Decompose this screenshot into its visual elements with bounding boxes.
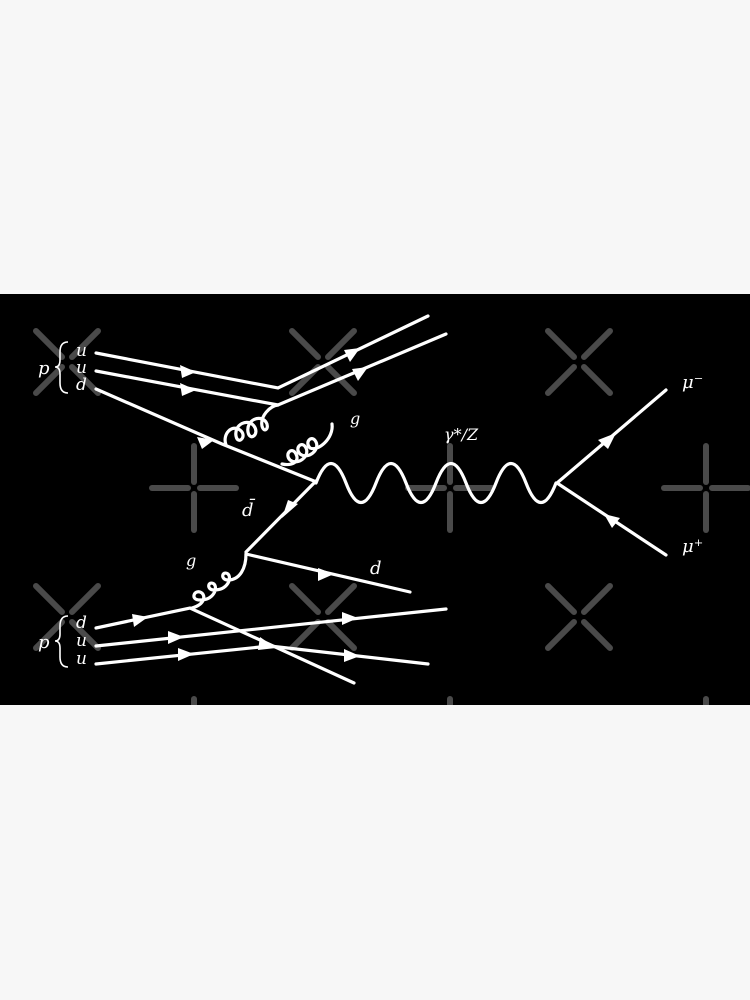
quark-line-u1-top	[94, 314, 430, 390]
watermark-x-icon	[545, 583, 613, 651]
quark-top-3-label: d	[76, 375, 87, 395]
quark-bottom-1-label: d	[76, 613, 87, 633]
proton-bottom-label: p	[38, 632, 50, 653]
arrow-icon	[344, 649, 360, 662]
watermark-pattern	[33, 328, 750, 705]
watermark-x-icon	[289, 583, 357, 651]
arrow-icon	[168, 631, 184, 644]
watermark-x-icon	[33, 583, 101, 651]
feynman-diagram: p u u d g	[33, 314, 750, 705]
gluon-bottom-label: g	[186, 551, 196, 570]
muon-plus-label: μ⁺	[682, 536, 703, 557]
arrow-icon	[178, 648, 194, 661]
arrow-icon	[197, 437, 214, 449]
wavy-boson-line	[314, 462, 558, 504]
watermark-plus-icon-partial	[191, 696, 709, 705]
muon-pair: μ⁻ μ⁺	[555, 372, 703, 557]
arrow-icon	[132, 614, 148, 627]
antiquark-d-bar-line	[244, 479, 318, 554]
boson-label: γ*/Z	[444, 425, 479, 444]
watermark-plus-icon	[405, 443, 495, 533]
arrow-icon	[318, 568, 334, 581]
boson-propagator: γ*/Z	[314, 425, 558, 504]
quark-top-1-label: u	[76, 341, 87, 361]
arrow-icon	[282, 500, 298, 518]
quark-line-d-bottom	[94, 606, 356, 685]
antiquark-line: d̄	[242, 479, 318, 554]
gluon-top-internal	[223, 403, 280, 447]
arrow-icon	[598, 433, 616, 449]
arrow-icon	[344, 348, 360, 362]
bottom-proton: d g p d u u	[38, 551, 448, 685]
quark-out-label: d	[370, 558, 382, 579]
watermark-plus-icon	[149, 443, 239, 533]
muon-minus-label: μ⁻	[682, 372, 703, 393]
gluon-top-emitted	[280, 422, 334, 467]
quark-bottom-3-label: u	[76, 649, 87, 669]
gluon-bottom-internal	[190, 552, 248, 610]
top-proton: p u u d g	[38, 314, 448, 483]
arrow-icon	[604, 514, 620, 528]
quark-line-u2-top	[94, 332, 448, 407]
quark-line-u1-bottom	[94, 607, 448, 648]
watermark-plus-icon	[661, 443, 750, 533]
watermark-x-icon	[289, 328, 357, 396]
quark-line-u2-bottom	[94, 644, 430, 666]
gluon-top-label: g	[350, 409, 360, 428]
arrow-icon	[342, 612, 358, 625]
arrow-icon	[180, 365, 196, 378]
arrow-icon	[352, 367, 368, 381]
diagram-band: p u u d g	[0, 294, 750, 705]
quark-top-2-label: u	[76, 358, 87, 378]
arrow-icon	[180, 383, 196, 396]
brace-top	[54, 341, 69, 394]
watermark-x-icon	[545, 328, 613, 396]
watermark-x-icon	[33, 328, 101, 396]
quark-bottom-2-label: u	[76, 631, 87, 651]
quark-line-d-top	[94, 387, 316, 483]
antiquark-label: d̄	[242, 497, 256, 521]
brace-bottom	[54, 615, 69, 668]
proton-top-label: p	[38, 358, 50, 379]
